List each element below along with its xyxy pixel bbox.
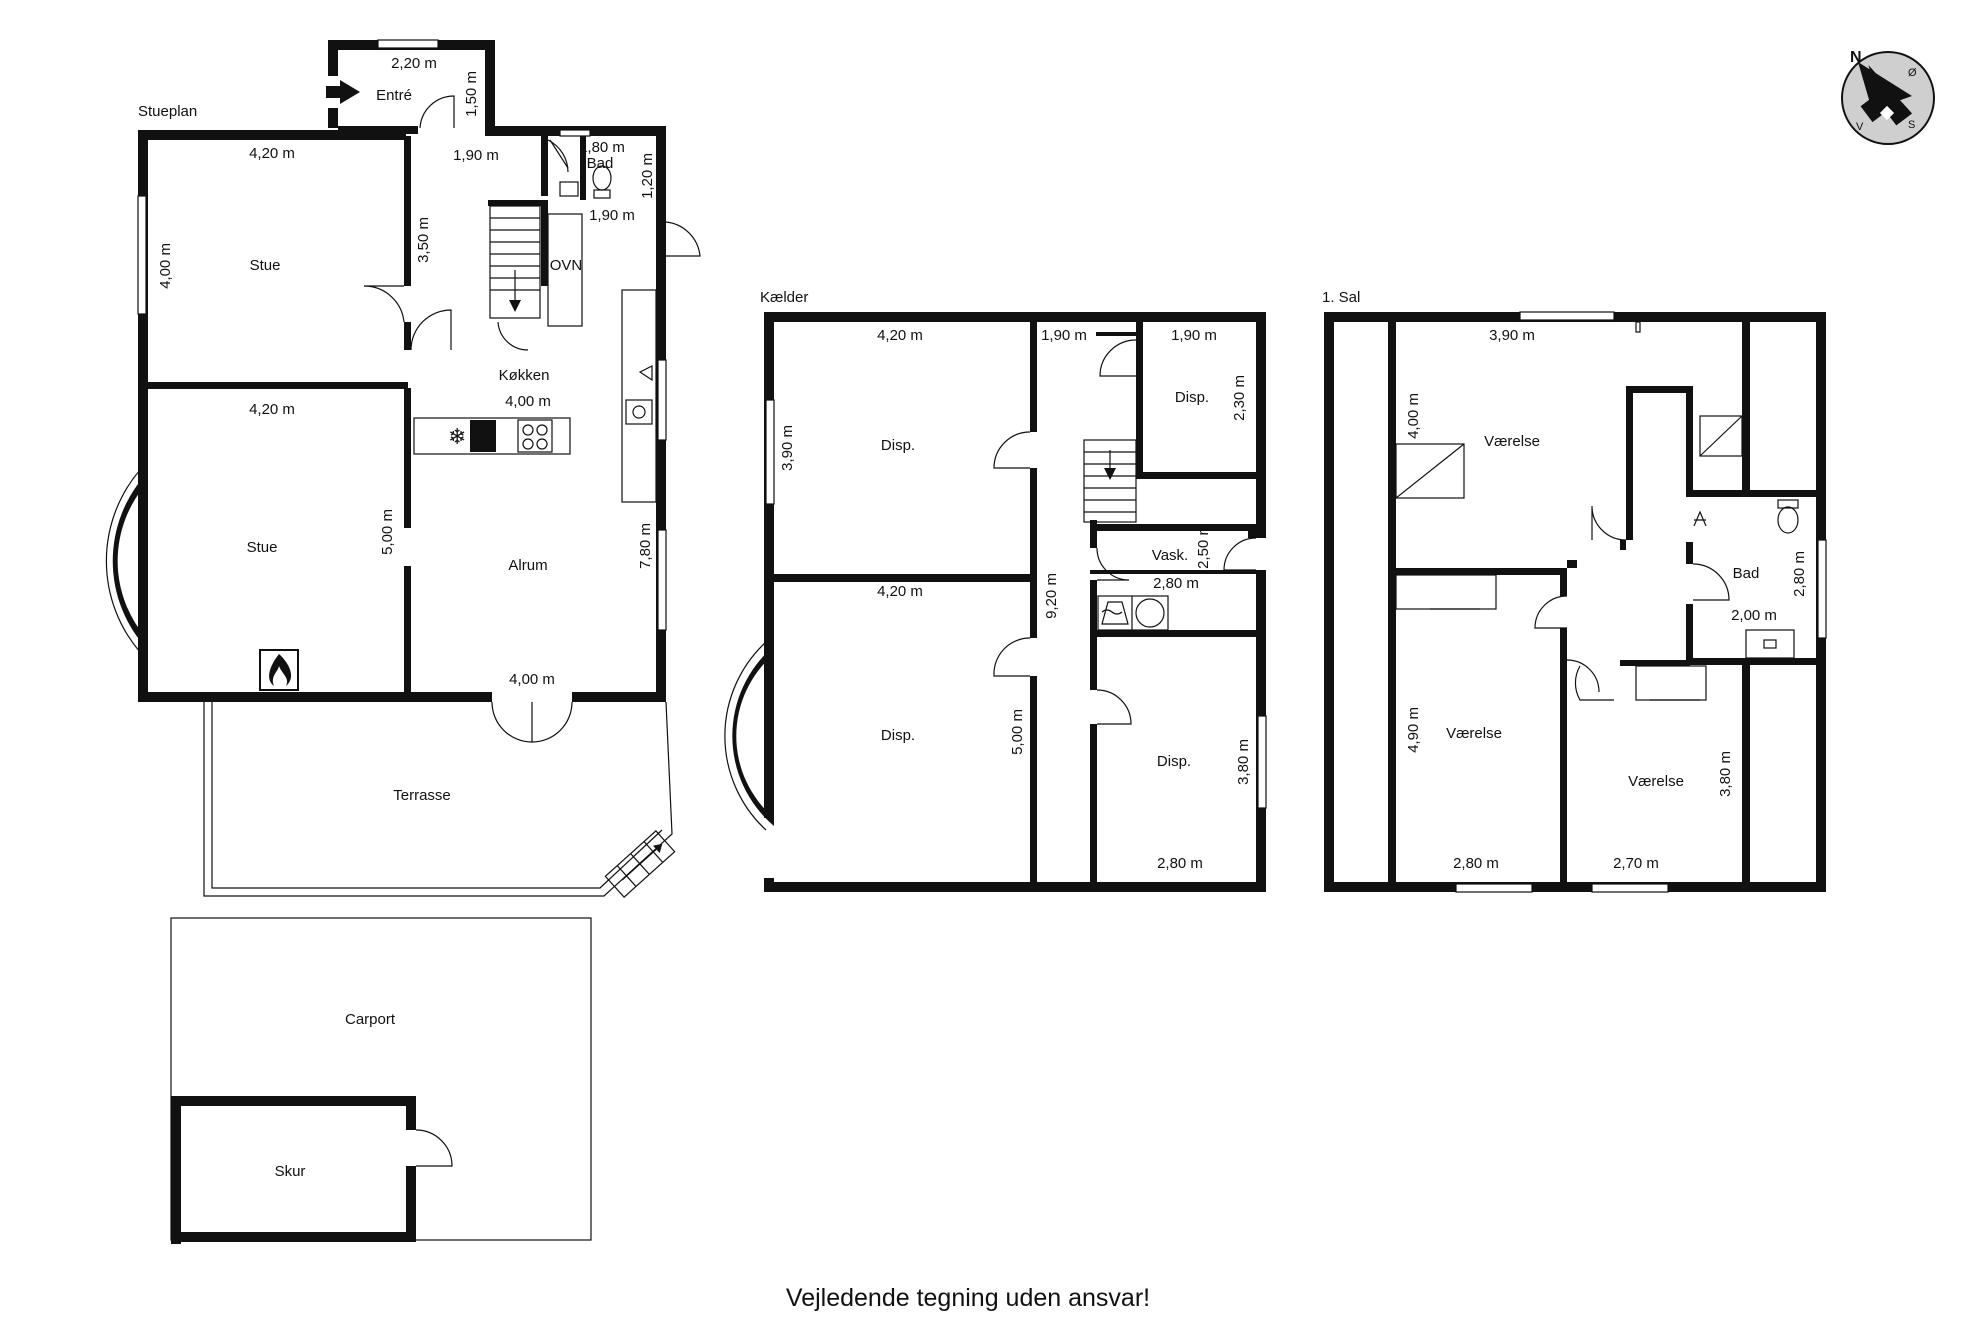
dim-bad-width: 2,00 m xyxy=(1731,607,1777,624)
entrance-arrow-icon xyxy=(326,80,360,104)
dim-disp-br-width: 2,80 m xyxy=(1157,855,1203,872)
basement-interior-walls xyxy=(774,322,1262,888)
fridge-snowflake-icon: ❄ xyxy=(448,425,466,450)
dim-stue-top-width: 4,20 m xyxy=(249,145,295,162)
room-label-skur: Skur xyxy=(275,1163,306,1180)
room-label-terrasse: Terrasse xyxy=(393,787,451,804)
room-label-stue-bottom: Stue xyxy=(247,539,278,556)
dim-hall-height: 3,50 m xyxy=(415,217,432,263)
dim-bad-width: 1,80 m xyxy=(579,139,625,156)
dim-hall-width: 1,90 m xyxy=(453,147,499,164)
basement-stairs xyxy=(1083,439,1137,523)
dim-bad-height: 1,20 m xyxy=(639,153,656,199)
basement-doors xyxy=(993,332,1257,725)
first-floor-title: 1. Sal xyxy=(1322,289,1360,306)
dim-vaerelse-top-width: 3,90 m xyxy=(1489,327,1535,344)
dim-bad-width-2: 1,90 m xyxy=(589,207,635,224)
dim-stue-bottom-height: 5,00 m xyxy=(379,509,396,555)
dim-disp-br-height: 3,80 m xyxy=(1235,739,1252,785)
compass-north-label: N xyxy=(1850,49,1862,66)
fireplace-icon xyxy=(259,649,299,691)
first-floor-plan: 1. Sal xyxy=(1322,289,1827,893)
ground-floor-plan: Stueplan xyxy=(105,39,701,1244)
dim-entre-width: 2,20 m xyxy=(391,55,437,72)
compass-icon: N Ø S V xyxy=(1841,49,1935,145)
room-label-carport: Carport xyxy=(345,1011,396,1028)
dim-disp-bl-width: 4,20 m xyxy=(877,583,923,600)
ground-outer-walls xyxy=(105,126,667,702)
room-label-stue-top: Stue xyxy=(250,257,281,274)
dim-hall-height: 9,20 m xyxy=(1043,573,1060,619)
room-label-vask: Vask. xyxy=(1152,547,1188,564)
dim-vaerelse-br-width: 2,70 m xyxy=(1613,855,1659,872)
room-label-disp-top-left: Disp. xyxy=(881,437,915,454)
basement-plan: Kælder xyxy=(724,289,1267,892)
dim-vask-width: 2,80 m xyxy=(1153,575,1199,592)
ground-interior-walls xyxy=(148,136,586,696)
dim-alrum-height: 7,80 m xyxy=(637,523,654,569)
compass-east-label: Ø xyxy=(1908,67,1917,79)
room-label-vaerelse-bottom-left: Værelse xyxy=(1446,725,1502,742)
dim-vaerelse-br-height: 3,80 m xyxy=(1717,751,1734,797)
room-label-disp-top-right: Disp. xyxy=(1175,389,1209,406)
basement-outer-walls xyxy=(724,312,1267,892)
room-label-bad: Bad xyxy=(1733,565,1760,582)
kitchen-fixtures: ❄ xyxy=(413,213,657,503)
first-fixtures xyxy=(1395,415,1799,701)
ground-stairs xyxy=(489,205,541,319)
first-interior-walls xyxy=(1388,322,1826,888)
laundry-fixtures xyxy=(1097,595,1169,631)
dim-disp-tr-width: 1,90 m xyxy=(1171,327,1217,344)
carport-and-shed xyxy=(170,917,592,1244)
dim-hall-width: 1,90 m xyxy=(1041,327,1087,344)
dim-alrum-width: 4,00 m xyxy=(509,671,555,688)
room-label-bad: Bad xyxy=(587,155,614,172)
terrace-outline xyxy=(203,701,676,899)
room-label-vaerelse-top: Værelse xyxy=(1484,433,1540,450)
first-doors xyxy=(1534,505,1730,701)
room-label-alrum: Alrum xyxy=(508,557,547,574)
room-label-disp-bottom-left: Disp. xyxy=(881,727,915,744)
basement-title: Kælder xyxy=(760,289,808,306)
room-label-entre: Entré xyxy=(376,87,412,104)
dim-entre-height: 1,50 m xyxy=(463,71,480,117)
dim-kitchen-width: 4,00 m xyxy=(505,393,551,410)
dim-disp-tr-height: 2,30 m xyxy=(1231,375,1248,421)
dim-disp-tl-width: 4,20 m xyxy=(877,327,923,344)
dim-vaerelse-bl-height: 4,90 m xyxy=(1405,707,1422,753)
dim-disp-tl-height: 3,90 m xyxy=(779,425,796,471)
disclaimer-text: Vejledende tegning uden ansvar! xyxy=(786,1284,1150,1312)
room-label-vaerelse-bottom-right: Værelse xyxy=(1628,773,1684,790)
ground-floor-title: Stueplan xyxy=(138,103,197,120)
first-outer-walls xyxy=(1324,311,1827,893)
compass-south-label: S xyxy=(1908,119,1915,131)
dim-vaerelse-bl-width: 2,80 m xyxy=(1453,855,1499,872)
dim-vask-height: 2,50 m xyxy=(1195,523,1212,569)
dim-vaerelse-top-height: 4,00 m xyxy=(1405,393,1422,439)
dim-stue-bottom-width: 4,20 m xyxy=(249,401,295,418)
dim-disp-bl-height: 5,00 m xyxy=(1009,709,1026,755)
room-label-kokken: Køkken xyxy=(499,367,550,384)
oven-label: OVN xyxy=(550,257,583,274)
room-label-disp-bottom-right: Disp. xyxy=(1157,753,1191,770)
dim-bad-height: 2,80 m xyxy=(1791,551,1808,597)
compass-west-label: V xyxy=(1856,121,1864,133)
dim-stue-top-height: 4,00 m xyxy=(157,243,174,289)
ground-bath-fixtures xyxy=(549,139,612,199)
